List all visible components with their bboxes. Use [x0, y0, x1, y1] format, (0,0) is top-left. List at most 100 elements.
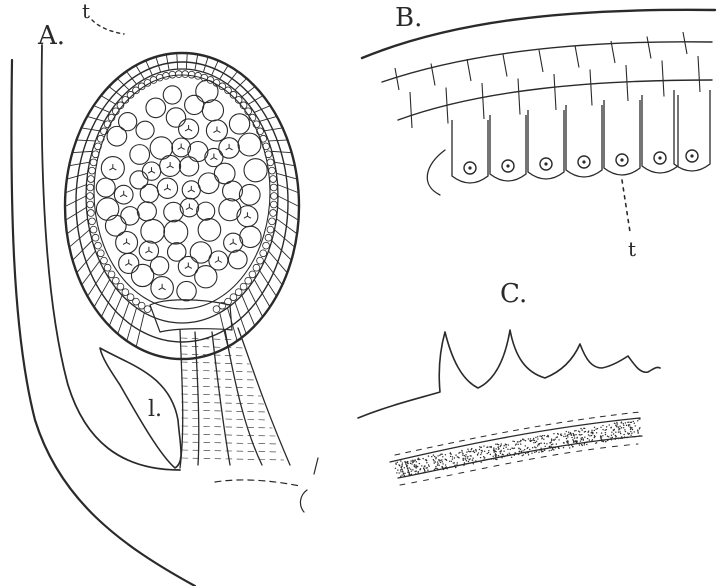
stipple-dot	[563, 442, 564, 443]
stipple-dot	[473, 463, 474, 464]
stipple-dot	[540, 448, 541, 449]
tapetum-cells	[452, 90, 710, 183]
stipple-dot	[634, 436, 635, 437]
wall-cell	[70, 230, 89, 247]
stipple-dot	[606, 426, 607, 427]
stipple-dot	[517, 444, 518, 445]
stipple-dot	[568, 432, 569, 433]
spore-mass	[96, 80, 267, 300]
tapetum-cell	[87, 193, 94, 200]
stipple-dot	[461, 451, 462, 452]
stalk-cell-wall	[181, 386, 258, 388]
stipple-dot	[615, 423, 616, 424]
stalk-cell-wall	[182, 402, 264, 404]
stipple-dot	[481, 450, 482, 451]
epidermis-cell-wall	[683, 32, 687, 54]
stipple-dot	[539, 435, 540, 436]
tapetum-cell	[182, 71, 189, 78]
stipple-dot	[434, 456, 435, 457]
stipple-dot	[435, 457, 436, 458]
stipple-dot	[514, 447, 515, 448]
stipple-dot	[433, 460, 434, 461]
stipple-dot	[401, 474, 402, 475]
stipple-dot	[467, 457, 468, 458]
stipple-dot	[493, 449, 494, 450]
stipple-dot	[445, 454, 446, 455]
stipple-dot	[445, 458, 446, 459]
stipple-dot	[600, 427, 601, 428]
second-layer-cell-wall	[410, 92, 412, 128]
stipple-dot	[572, 439, 573, 440]
stipple-dot	[527, 447, 528, 448]
stipple-dot	[621, 422, 622, 423]
stipple-dot	[435, 458, 436, 459]
spore	[121, 207, 139, 225]
stipple-dot	[490, 446, 491, 447]
stipple-dot	[592, 433, 593, 434]
epidermis-cell-wall	[395, 68, 399, 90]
tapetum-cell	[87, 176, 94, 183]
stipple-dot	[419, 463, 420, 464]
wall-cell	[136, 66, 144, 79]
stipple-dot	[404, 476, 405, 477]
stipple-dot	[595, 428, 596, 429]
tapetum-cell	[260, 250, 267, 257]
tapetum-cell	[263, 143, 270, 150]
stipple-dot	[441, 454, 442, 455]
stipple-dot	[488, 452, 489, 453]
stipple-dot	[425, 459, 426, 460]
wall-cell	[227, 72, 236, 84]
stipple-dot	[580, 428, 581, 429]
spore	[196, 80, 218, 102]
wall-cell	[272, 151, 291, 152]
stipple-dot	[475, 460, 476, 461]
stipple-dot	[596, 432, 597, 433]
wall-cell	[127, 72, 136, 84]
stipple-dot	[582, 438, 583, 439]
stipple-dot	[397, 469, 398, 470]
stipple-dot	[445, 464, 446, 465]
stipple-dot	[500, 451, 501, 452]
stipple-dot	[538, 452, 539, 453]
stipple-dot	[534, 452, 535, 453]
stipple-dot	[543, 439, 544, 440]
stipple-dot	[405, 464, 406, 465]
stipple-dot	[585, 431, 586, 432]
stipple-dot	[468, 461, 469, 462]
tapetum-cell	[267, 226, 274, 233]
epidermis-cell-wall	[467, 59, 471, 81]
wall-cell	[77, 251, 95, 272]
stipple-dot	[437, 463, 438, 464]
stipple-dot	[514, 452, 515, 453]
stipple-dot	[602, 425, 603, 426]
stipple-dot	[395, 468, 396, 469]
stalk-cell-wall	[182, 410, 267, 412]
tetrad-mark	[186, 204, 193, 210]
stipple-dot	[531, 453, 532, 454]
tetrad-mark	[185, 125, 192, 131]
stipple-dot	[573, 442, 574, 443]
stipple-dot	[591, 440, 592, 441]
stipple-dot	[529, 449, 530, 450]
stipple-dot	[535, 437, 536, 438]
stipple-dot	[508, 444, 509, 445]
stipple-dot	[536, 451, 537, 452]
stipple-dot	[539, 449, 540, 450]
tapetum-cell	[267, 159, 274, 166]
tapetum-cell	[528, 110, 564, 179]
stipple-dot	[395, 464, 396, 465]
stipple-dot	[632, 429, 633, 430]
tapetum-cell	[642, 95, 678, 173]
stipple-dot	[584, 444, 585, 445]
stalk	[180, 328, 290, 468]
stipple-dot	[463, 465, 464, 466]
stipple-dot	[449, 461, 450, 462]
stipple-dot	[587, 432, 588, 433]
stipple-dot	[568, 445, 569, 446]
stipple-dot	[450, 467, 451, 468]
stipple-dot	[605, 441, 606, 442]
stipple-dot	[428, 466, 429, 467]
stipple-dot	[533, 442, 534, 443]
stipple-dot	[484, 457, 485, 458]
stipple-dot	[400, 460, 401, 461]
